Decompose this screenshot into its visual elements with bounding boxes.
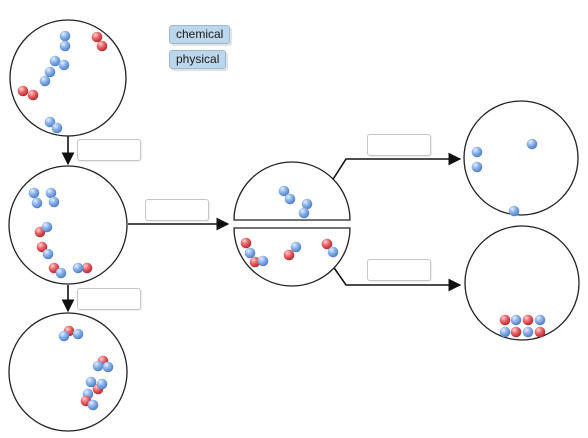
- answer-box-2[interactable]: [145, 199, 209, 221]
- blue-atom: [284, 193, 296, 205]
- blue-atom: [49, 55, 61, 67]
- blue-atom: [327, 246, 339, 258]
- answer-box-4[interactable]: [367, 134, 431, 156]
- red-atom: [499, 314, 511, 326]
- arrow-separator-to-top-right: [329, 152, 462, 185]
- red-atom: [81, 262, 93, 274]
- red-atom: [240, 237, 252, 249]
- container-start: [9, 19, 127, 137]
- blue-atom: [471, 161, 483, 173]
- blue-atom: [522, 326, 534, 338]
- arrows: [61, 134, 462, 313]
- red-atom: [534, 326, 546, 338]
- red-atom: [36, 241, 48, 253]
- blue-atom: [44, 116, 56, 128]
- blue-atom: [59, 40, 71, 52]
- blue-atom: [298, 207, 310, 219]
- blue-atom: [58, 330, 70, 342]
- blue-atom: [59, 30, 71, 42]
- container-separator-top: [233, 161, 351, 221]
- blue-atom: [257, 255, 269, 267]
- blue-atom: [526, 138, 538, 150]
- blue-atom: [39, 75, 51, 87]
- blue-atom: [278, 185, 290, 197]
- blue-atom: [96, 378, 108, 390]
- choice-chemical[interactable]: chemical: [169, 25, 231, 44]
- blue-atom: [301, 198, 313, 210]
- blue-atom: [290, 241, 302, 253]
- blue-atom: [85, 376, 97, 388]
- blue-atom: [28, 187, 40, 199]
- blue-atom: [508, 205, 520, 217]
- blue-atom: [55, 267, 67, 279]
- choice-physical[interactable]: physical: [169, 50, 227, 69]
- blue-atom: [510, 314, 522, 326]
- red-atom: [249, 256, 261, 268]
- blue-atom: [58, 59, 70, 71]
- container-bottom-left: [8, 312, 128, 432]
- blue-atom: [534, 314, 546, 326]
- blue-atom: [72, 328, 84, 340]
- red-atom: [96, 40, 108, 52]
- blue-atom: [45, 187, 57, 199]
- blue-atom: [87, 399, 99, 411]
- container-bottom-right: [464, 225, 580, 341]
- answer-box-5[interactable]: [367, 259, 431, 281]
- red-atom: [522, 314, 534, 326]
- red-atom: [283, 249, 295, 261]
- blue-atom: [31, 197, 43, 209]
- blue-atom: [72, 262, 84, 274]
- blue-atom: [471, 146, 483, 158]
- blue-atom: [244, 247, 256, 259]
- atoms: [17, 30, 546, 411]
- blue-atom: [42, 248, 54, 260]
- blue-atom: [499, 326, 511, 338]
- answer-box-1[interactable]: [77, 139, 141, 161]
- arrow-separator-to-bottom-right: [329, 261, 462, 292]
- red-atom: [27, 89, 39, 101]
- blue-atom: [44, 66, 56, 78]
- blue-atom: [51, 122, 63, 134]
- blue-atom: [48, 196, 60, 208]
- answer-box-3[interactable]: [77, 288, 141, 310]
- container-middle-left: [8, 165, 128, 285]
- blue-atom: [92, 360, 104, 372]
- red-atom: [91, 31, 103, 43]
- red-atom: [510, 326, 522, 338]
- container-top-right: [463, 100, 579, 216]
- red-atom: [321, 238, 333, 250]
- red-atom: [17, 85, 29, 97]
- blue-atom: [102, 361, 114, 373]
- blue-atom: [41, 221, 53, 233]
